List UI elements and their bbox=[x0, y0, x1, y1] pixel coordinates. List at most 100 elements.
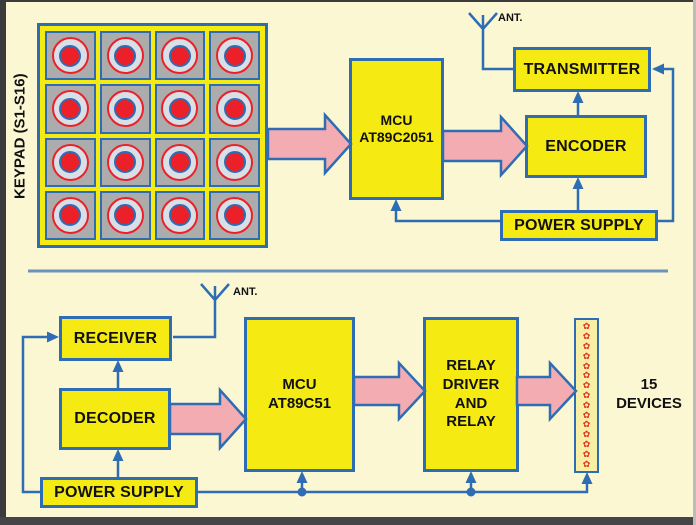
device-icon: ✿ bbox=[582, 380, 591, 391]
relay-label-line1: RELAY bbox=[446, 357, 496, 374]
mcu-label-line2: AT89C2051 bbox=[359, 129, 434, 145]
relay-label-line2: DRIVER bbox=[442, 375, 500, 393]
receiver-label: RECEIVER bbox=[73, 329, 158, 347]
power-supply-bottom-block: POWER SUPPLY bbox=[40, 477, 198, 508]
junction-dot bbox=[297, 487, 307, 497]
keypad-key bbox=[209, 190, 260, 240]
flow-arrow-relay-to-devices bbox=[515, 359, 578, 423]
key-ring bbox=[51, 37, 89, 75]
transmitter-label: TRANSMITTER bbox=[523, 60, 641, 78]
key-ring bbox=[106, 37, 144, 75]
keypad-key bbox=[154, 137, 206, 187]
keypad-key bbox=[154, 31, 206, 81]
keypad-key bbox=[99, 31, 151, 81]
devices-count-label: 15 DEVICES bbox=[603, 376, 695, 414]
keypad-key bbox=[45, 84, 96, 134]
wire-power-rail bbox=[198, 484, 589, 494]
keypad-grid bbox=[37, 23, 268, 248]
mcu51-label-line2: AT89C51 bbox=[267, 394, 332, 412]
flow-arrow-decoder-to-mcu bbox=[168, 386, 248, 452]
key-ring bbox=[106, 90, 144, 128]
devices-count-line1: 15 bbox=[640, 376, 658, 393]
key-dot bbox=[114, 204, 137, 227]
power-supply-top-label: POWER SUPPLY bbox=[514, 216, 644, 234]
antenna-bottom-label: ANT. bbox=[233, 286, 258, 298]
key-ring bbox=[161, 196, 199, 234]
key-dot bbox=[168, 44, 191, 67]
arrowhead-relay-bottom bbox=[465, 471, 477, 483]
device-icon: ✿ bbox=[582, 448, 591, 459]
arrowhead-receiver-bottom bbox=[112, 360, 124, 372]
encoder-block: ENCODER bbox=[525, 115, 647, 178]
power-supply-top-block: POWER SUPPLY bbox=[500, 210, 658, 241]
key-ring bbox=[216, 37, 254, 75]
arrowhead-encoder-bottom bbox=[572, 177, 584, 189]
keypad-key bbox=[99, 137, 151, 187]
keypad-key bbox=[99, 84, 151, 134]
arrowhead-mcu51-bottom bbox=[296, 471, 308, 483]
keypad-key bbox=[45, 31, 96, 81]
device-icon: ✿ bbox=[582, 321, 591, 332]
device-icon: ✿ bbox=[582, 360, 591, 371]
key-dot bbox=[223, 97, 246, 120]
flow-arrow-mcu-to-relay bbox=[352, 359, 427, 423]
key-dot bbox=[114, 97, 137, 120]
mcu-at89c51-block: MCU AT89C51 bbox=[244, 317, 355, 472]
key-ring bbox=[161, 37, 199, 75]
antenna-top-label: ANT. bbox=[498, 12, 523, 24]
receiver-block: RECEIVER bbox=[59, 316, 172, 361]
device-icon: ✿ bbox=[582, 340, 591, 351]
wire-ps-to-transmitter bbox=[654, 67, 675, 223]
keypad-key bbox=[99, 190, 151, 240]
key-ring bbox=[51, 143, 89, 181]
key-dot bbox=[59, 44, 82, 67]
key-dot bbox=[223, 204, 246, 227]
figure-border-top bbox=[0, 0, 696, 2]
mcu-at89c2051-block: MCU AT89C2051 bbox=[349, 58, 444, 200]
mcu-label-line1: MCU bbox=[380, 111, 413, 128]
key-dot bbox=[59, 151, 82, 174]
device-icon: ✿ bbox=[582, 399, 591, 410]
flow-arrow-mcu-to-encoder bbox=[441, 113, 529, 179]
device-icon: ✿ bbox=[582, 370, 591, 381]
junction-dot bbox=[466, 487, 476, 497]
mcu51-label-line1: MCU bbox=[282, 375, 317, 393]
relay-label-line4: RELAY bbox=[446, 413, 496, 431]
keypad-key bbox=[209, 137, 260, 187]
key-ring bbox=[51, 90, 89, 128]
key-ring bbox=[216, 143, 254, 181]
device-icon: ✿ bbox=[582, 389, 591, 400]
key-dot bbox=[168, 204, 191, 227]
decoder-label: DECODER bbox=[74, 410, 156, 427]
key-ring bbox=[161, 143, 199, 181]
device-icon: ✿ bbox=[582, 458, 591, 469]
encoder-label: ENCODER bbox=[545, 137, 627, 155]
device-icon: ✿ bbox=[582, 409, 591, 420]
keypad-key bbox=[45, 190, 96, 240]
device-icon: ✿ bbox=[582, 438, 591, 449]
key-dot bbox=[168, 151, 191, 174]
transmitter-block: TRANSMITTER bbox=[513, 47, 651, 92]
arrowhead-decoder-bottom bbox=[112, 449, 124, 461]
key-dot bbox=[114, 44, 137, 67]
key-ring bbox=[106, 196, 144, 234]
key-dot bbox=[59, 97, 82, 120]
key-dot bbox=[114, 151, 137, 174]
keypad-key bbox=[154, 190, 206, 240]
device-icon: ✿ bbox=[582, 419, 591, 430]
device-icon: ✿ bbox=[582, 331, 591, 342]
keypad-key bbox=[154, 84, 206, 134]
power-supply-bottom-label: POWER SUPPLY bbox=[54, 483, 184, 501]
key-ring bbox=[216, 90, 254, 128]
wire-ps-to-mcu2051 bbox=[394, 211, 500, 223]
keypad-label: KEYPAD (S1-S16) bbox=[11, 73, 29, 199]
arrowhead-encoder-top bbox=[572, 91, 584, 103]
antenna-bottom-icon bbox=[173, 283, 230, 339]
key-ring bbox=[216, 196, 254, 234]
wire-ps-to-receiver bbox=[21, 335, 48, 494]
key-dot bbox=[223, 44, 246, 67]
arrowhead-transmitter bbox=[652, 63, 664, 75]
decoder-block: DECODER bbox=[59, 388, 171, 450]
device-icon: ✿ bbox=[582, 429, 591, 440]
figure-border-bottom bbox=[0, 517, 696, 525]
